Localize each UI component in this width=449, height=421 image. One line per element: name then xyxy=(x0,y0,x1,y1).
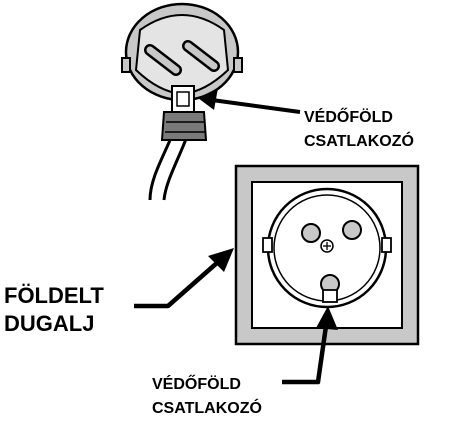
socket-pin-hole-left xyxy=(301,223,321,243)
socket-side-notch-left xyxy=(262,237,273,253)
label-grounded-socket-line2: DUGALJ xyxy=(4,311,94,336)
socket-center-screw xyxy=(320,239,334,253)
label-grounded-socket: FÖLDELT DUGALJ xyxy=(4,283,110,336)
label-plug-ground-line2: CSATLAKOZÓ xyxy=(304,131,414,150)
plug-collar xyxy=(160,111,208,141)
plug-side-clip-right xyxy=(233,57,243,73)
socket-ground-pin xyxy=(320,274,340,303)
arrow-plug-ground xyxy=(198,88,301,114)
label-grounded-socket-line1: FÖLDELT xyxy=(4,283,104,308)
socket-pin-hole-right xyxy=(342,220,362,240)
plug-face xyxy=(134,14,230,96)
plug-side-clip-left xyxy=(121,57,131,73)
arrow-socket-ground xyxy=(282,306,338,385)
label-socket-ground-contact: VÉDŐFÖLD CSATLAKOZÓ xyxy=(152,374,262,417)
arrow-grounded-socket xyxy=(134,248,234,309)
label-socket-ground-line1: VÉDŐFÖLD xyxy=(152,374,241,393)
grounded-plug xyxy=(121,2,243,201)
plug-pins xyxy=(144,40,220,76)
label-plug-ground-contact: VÉDŐFÖLD CSATLAKOZÓ xyxy=(304,107,414,150)
label-plug-ground-line1: VÉDŐFÖLD xyxy=(304,107,393,126)
label-socket-ground-line2: CSATLAKOZÓ xyxy=(152,398,262,417)
socket-side-notch-right xyxy=(381,237,392,253)
